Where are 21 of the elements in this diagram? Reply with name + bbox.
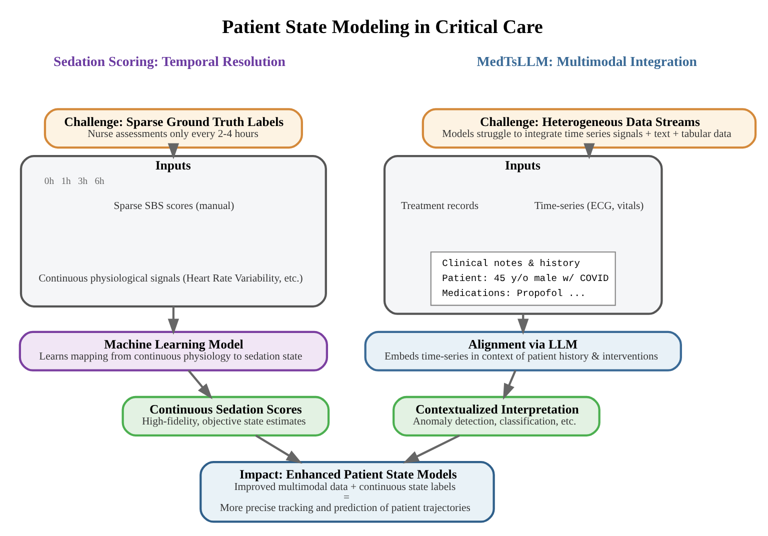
arrow — [584, 143, 595, 160]
arrow — [168, 143, 180, 160]
node-label: 0h 1h 3h 6h — [44, 176, 104, 187]
node-text: Treatment records — [401, 200, 478, 212]
arrow — [255, 434, 302, 464]
node-text: Sparse SBS scores (manual) — [114, 200, 234, 212]
node-box: Contextualized Interpretation Anomaly detection, classification, etc. — [392, 396, 600, 436]
node-box: Impact: Enhanced Patient State Models Improved multimodal data + continuous state labels = More precise tracking and prediction of patient trajectories — [200, 460, 495, 523]
label: Sedation Scoring: Temporal Resolution — [54, 54, 286, 69]
node-text: Time-series (ECG, vitals) — [534, 200, 644, 212]
arrow — [503, 370, 516, 400]
node-box: Clinical notes & history Patient: 45 y/o male w/ COVID Medications: Propofol ... — [430, 251, 616, 306]
node-text: Continuous physiological signals (Heart Rate Variability, etc.) — [38, 273, 303, 284]
node-box: Alignment via LLM Embeds time-series in context of patient history & interventions — [364, 330, 682, 372]
label: MedTsLLM: Multimodal Integration — [476, 54, 697, 69]
arrow — [188, 370, 212, 400]
node-box: Continuous Sedation Scores High-fidelity, objective state estimates — [122, 396, 330, 436]
arrow — [168, 306, 180, 335]
node-box: Machine Learning Model Learns mapping from continuous physiology to sedation state — [18, 330, 328, 372]
diagram-title: Patient State Modeling in Critical Care — [222, 16, 543, 38]
arrow — [402, 434, 460, 464]
